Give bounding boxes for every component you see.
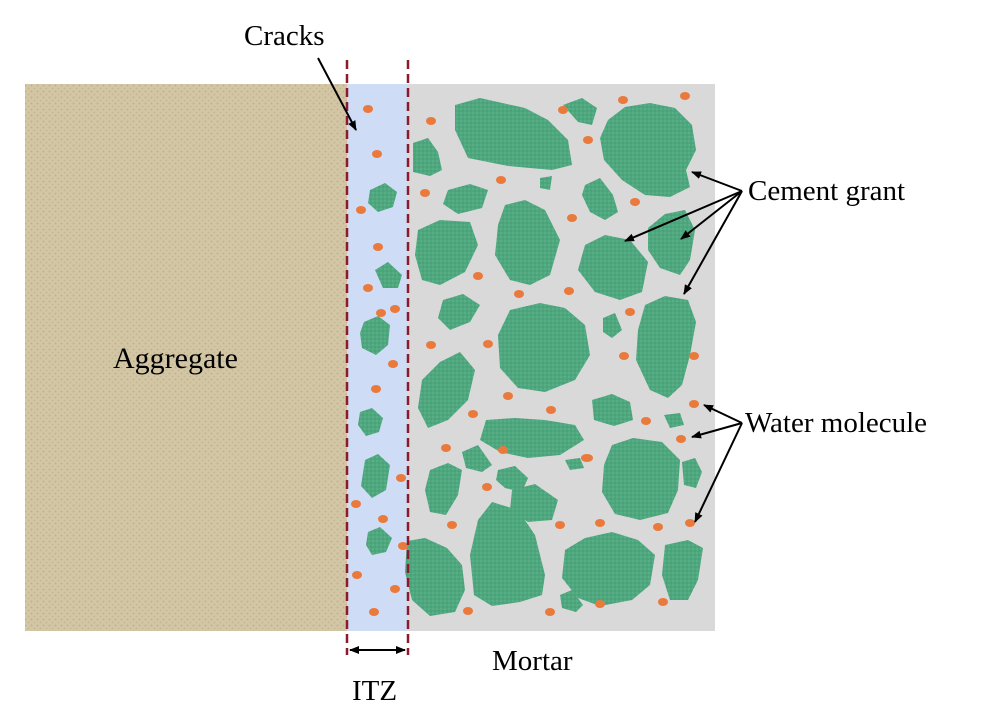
cracks-label: Cracks — [244, 20, 325, 52]
annotation-arrows — [317, 57, 743, 654]
water-molecules — [351, 92, 699, 616]
aggregate-region — [25, 84, 347, 631]
cement-grant-label: Cement grant — [748, 175, 905, 207]
itz-cement-grains — [358, 183, 402, 555]
water-molecule-label: Water molecule — [745, 407, 927, 439]
itz-label: ITZ — [352, 675, 397, 707]
mortar-label: Mortar — [492, 645, 573, 677]
cement-grains — [405, 98, 703, 616]
aggregate-label: Aggregate — [113, 342, 238, 375]
